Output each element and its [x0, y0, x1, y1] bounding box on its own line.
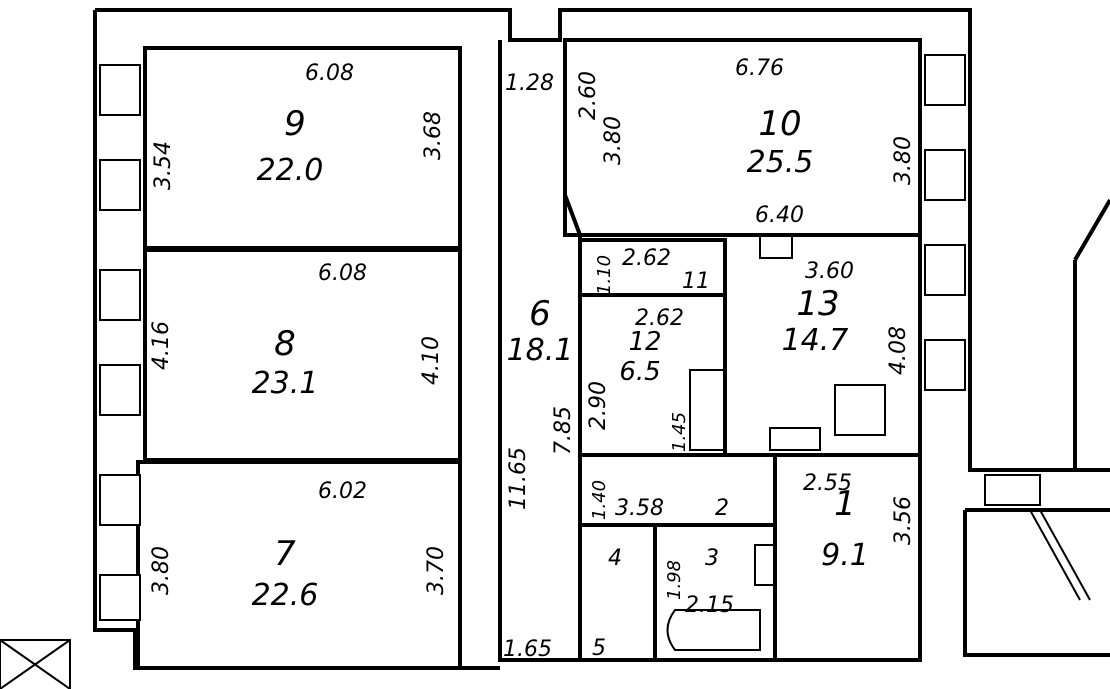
dimension: 1.65 [503, 637, 552, 662]
dimension: 3.68 [421, 111, 446, 160]
dimension: 1.40 [589, 480, 610, 520]
dimension: 2.62 [622, 246, 671, 271]
dimension: 1.28 [505, 71, 554, 96]
dimension: 1.10 [594, 255, 615, 295]
dimension: 2.60 [576, 71, 601, 120]
room-number: 7 [274, 534, 296, 574]
room-number: 12 [628, 327, 661, 357]
room-number: 2 [715, 496, 729, 521]
room-area: 22.6 [252, 578, 319, 613]
windows [99, 54, 1041, 621]
dimension: 3.56 [891, 496, 916, 545]
room-area: 6.5 [619, 357, 660, 387]
dimension: 6.40 [755, 203, 804, 228]
dimension: 1.45 [669, 412, 690, 452]
dimension: 6.76 [735, 56, 784, 81]
dimension: 3.60 [805, 259, 854, 284]
dimension: 3.80 [149, 546, 174, 595]
dimension: 6.02 [318, 479, 367, 504]
dimension: 7.85 [551, 406, 576, 455]
room-area: 23.1 [252, 366, 319, 401]
room-number: 3 [705, 546, 719, 571]
room-area: 22.0 [257, 153, 324, 188]
room-number: 9 [284, 104, 306, 144]
room-number: 13 [796, 284, 839, 324]
dimension: 3.70 [424, 546, 449, 595]
room-number: 1 [834, 484, 856, 524]
room-labels: 9 22.0 8 23.1 7 22.6 10 25.5 6 18.1 13 1… [252, 104, 869, 661]
room-area: 14.7 [782, 323, 849, 358]
dimension: 6.08 [318, 261, 367, 286]
dimension: 3.54 [151, 141, 176, 190]
dimension: 4.16 [149, 321, 174, 370]
dimension: 2.90 [586, 381, 611, 430]
room-area: 25.5 [747, 145, 814, 180]
dimension: 2.15 [685, 593, 734, 618]
dimension: 3.80 [891, 136, 916, 185]
dimension: 1.98 [664, 560, 685, 600]
dimension: 3.58 [615, 496, 664, 521]
room-number: 6 [529, 294, 551, 334]
dimension: 3.80 [601, 116, 626, 165]
dimension-labels: 6.08 3.54 3.68 6.08 4.16 4.10 6.02 3.80 … [149, 56, 916, 662]
dimension: 4.08 [886, 326, 911, 375]
room-area: 18.1 [507, 333, 574, 368]
dimension: 6.08 [305, 61, 354, 86]
dimension: 4.10 [419, 336, 444, 385]
room-number: 5 [592, 636, 606, 661]
room-number: 8 [274, 324, 296, 364]
room-number: 10 [758, 104, 801, 144]
dimension: 11.65 [506, 447, 531, 510]
room-area: 9.1 [821, 538, 869, 573]
dimension: 2.55 [803, 471, 852, 496]
walls [0, 8, 1110, 689]
room-number: 4 [608, 546, 622, 571]
room-number: 11 [682, 269, 710, 294]
dimension: 2.62 [635, 306, 684, 331]
